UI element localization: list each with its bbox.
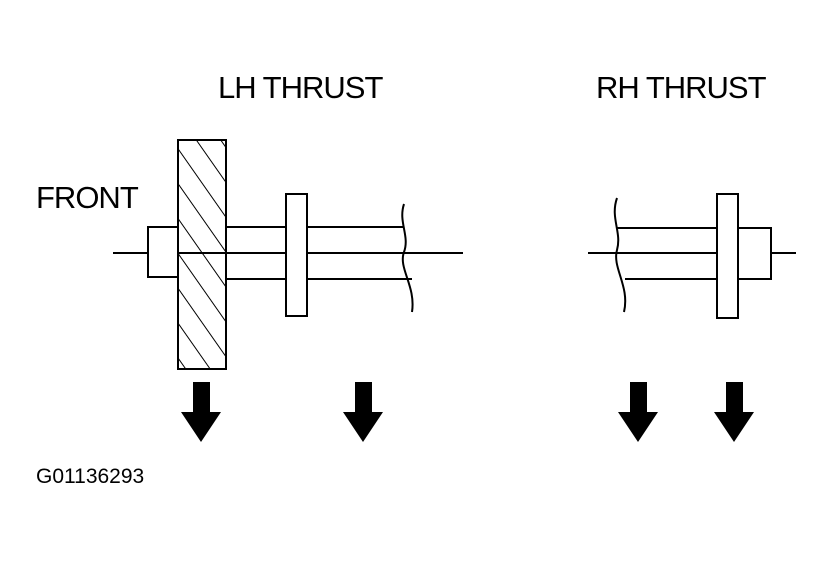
figure-id: G01136293 (36, 465, 145, 488)
lh-shaft-body (226, 226, 412, 280)
arrow-down-icon (618, 382, 658, 442)
lh-thrust-bearing-hatched (177, 139, 227, 370)
rh-shaft-assembly (588, 193, 796, 319)
arrow-down-icon (714, 382, 754, 442)
front-label: FRONT (36, 180, 139, 215)
lh-thrust-collar (285, 193, 308, 317)
rh-shaft-break-line (613, 197, 627, 313)
rh-thrust-title: RH THRUST (596, 70, 767, 105)
thrust-arrows (181, 382, 754, 442)
lh-shaft-assembly (113, 139, 463, 370)
lh-shaft-front-stub (147, 226, 179, 278)
lh-shaft-break-line (401, 203, 414, 313)
arrow-down-icon (181, 382, 221, 442)
rh-shaft-end-stub (737, 227, 772, 280)
arrow-down-icon (343, 382, 383, 442)
rh-thrust-collar (716, 193, 739, 319)
lh-thrust-title: LH THRUST (218, 70, 383, 105)
rh-shaft-body (617, 227, 717, 280)
